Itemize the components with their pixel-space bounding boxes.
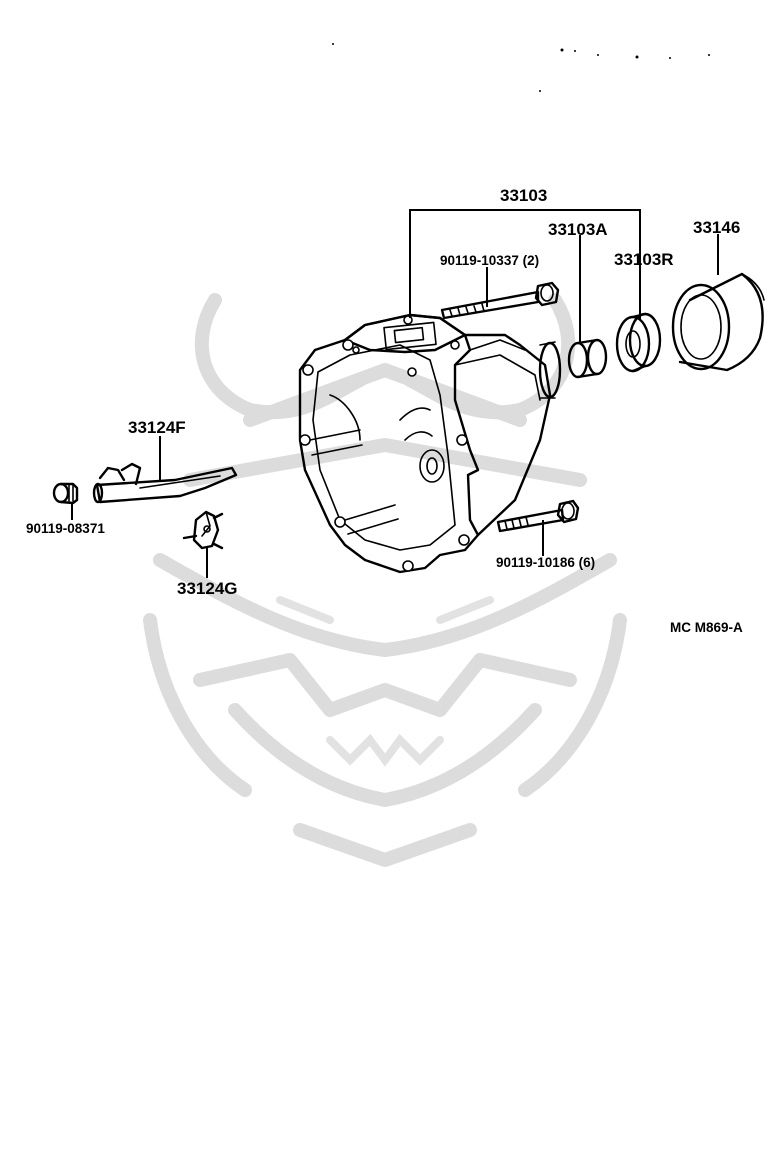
label-33103R: 33103R: [614, 250, 674, 269]
label-33103A: 33103A: [548, 220, 608, 239]
cover-33146: [671, 272, 765, 372]
label-bolt-top: 90119-10337 (2): [440, 253, 539, 268]
scan-specks: [332, 43, 710, 92]
leader-lines: [71, 209, 719, 578]
oil-seal-33103R: [615, 312, 662, 373]
label-bolt-bottom: 90119-10186 (6): [496, 555, 595, 570]
label-bolt-left: 90119-08371: [26, 521, 105, 536]
label-33146: 33146: [693, 218, 740, 237]
label-33124G: 33124G: [177, 579, 238, 598]
lower-bolt: [496, 499, 580, 533]
bushing-33103A: [567, 338, 608, 379]
release-fork-33124F: [92, 462, 238, 504]
label-33103: 33103: [500, 186, 547, 205]
clip-33124G: [182, 510, 224, 550]
diagram-code: MC M869-A: [670, 620, 743, 635]
label-33124F: 33124F: [128, 418, 186, 437]
pivot-bolt: [52, 482, 79, 505]
watermark-emblem: [143, 293, 627, 867]
transmission-housing: [298, 313, 562, 574]
upper-bolt: [440, 281, 560, 320]
